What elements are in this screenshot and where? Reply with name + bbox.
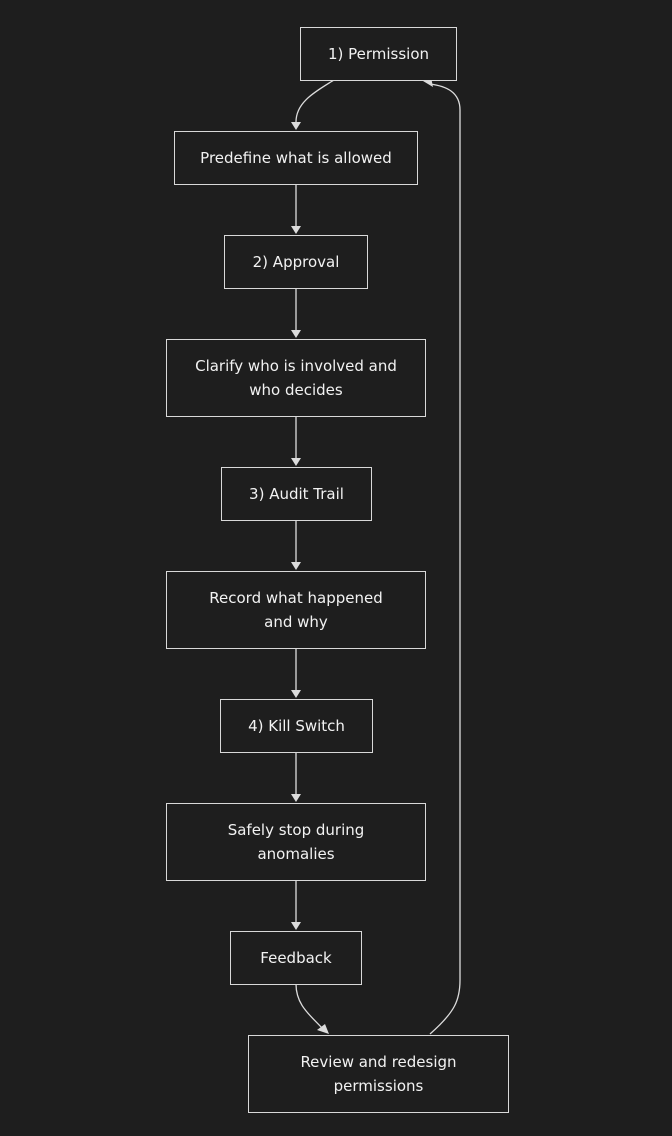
node-predefine-allowed-label: Predefine what is allowed: [200, 149, 392, 167]
node-approval[interactable]: 2) Approval: [224, 235, 368, 289]
edge-review-to-permission: [429, 83, 461, 1035]
node-audit-trail[interactable]: 3) Audit Trail: [221, 467, 372, 521]
node-predefine-allowed[interactable]: Predefine what is allowed: [174, 131, 418, 185]
node-safely-stop[interactable]: Safely stop during anomalies: [166, 803, 426, 881]
node-kill-switch-label: 4) Kill Switch: [248, 717, 345, 735]
node-record-what-label: Record what happened and why: [209, 589, 383, 631]
node-record-what[interactable]: Record what happened and why: [166, 571, 426, 649]
arrowhead-predefine: [291, 122, 301, 130]
edge-feedback-to-review: [295, 983, 323, 1029]
node-feedback[interactable]: Feedback: [230, 931, 362, 985]
arrowhead-approval: [291, 226, 301, 234]
node-approval-label: 2) Approval: [252, 253, 340, 271]
arrowhead-review: [317, 1024, 329, 1034]
node-permission-label: 1) Permission: [327, 45, 430, 63]
node-permission[interactable]: 1) Permission: [300, 27, 457, 81]
arrowhead-audit: [291, 458, 301, 466]
arrowhead-killswitch: [291, 690, 301, 698]
node-clarify-who[interactable]: Clarify who is involved and who decides: [166, 339, 426, 417]
node-safely-stop-label: Safely stop during anomalies: [227, 821, 365, 863]
edge-permission-to-predefine: [295, 79, 335, 123]
node-feedback-label: Feedback: [260, 949, 332, 967]
arrowhead-feedback: [291, 922, 301, 930]
node-kill-switch[interactable]: 4) Kill Switch: [220, 699, 373, 753]
node-audit-trail-label: 3) Audit Trail: [249, 485, 344, 503]
node-review-redesign[interactable]: Review and redesign permissions: [248, 1035, 509, 1113]
arrowhead-safely: [291, 794, 301, 802]
node-clarify-who-label: Clarify who is involved and who decides: [195, 357, 397, 399]
arrowhead-record: [291, 562, 301, 570]
node-review-redesign-label: Review and redesign permissions: [300, 1053, 457, 1095]
arrowhead-clarify: [291, 330, 301, 338]
